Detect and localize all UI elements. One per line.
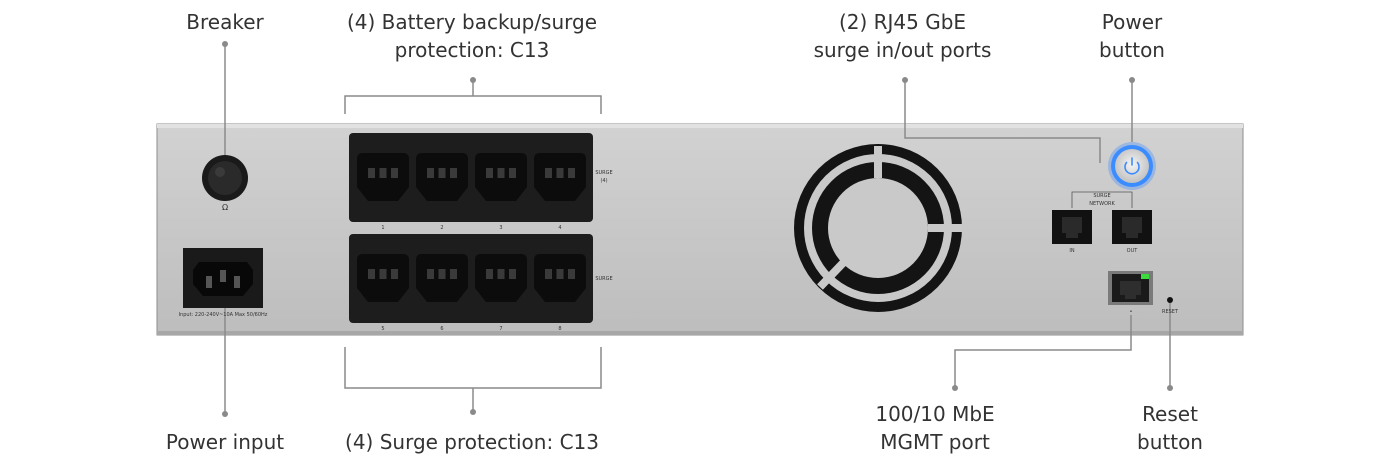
surge-outlets-label: (4) Surge protection: C13 (345, 430, 599, 454)
reset-button-label: Reset button (1137, 402, 1203, 454)
surge-network-label-2: NETWORK (1089, 201, 1115, 207)
fan-grille (794, 144, 962, 312)
reset-pinhole[interactable] (1167, 297, 1173, 303)
mgmt-port-number: • (1130, 309, 1133, 315)
mgmt-port-label: 100/10 MbE MGMT port (875, 402, 995, 454)
rj45-out-port[interactable] (1112, 210, 1152, 244)
breaker-symbol: Ω (222, 203, 228, 212)
power-button-label: Power button (1099, 10, 1165, 62)
power-rating-text: Input: 220-240V~10A Max 50/60Hz (179, 312, 268, 318)
rj45-ports-label: (2) RJ45 GbE surge in/out ports (813, 10, 992, 62)
outlet-number: 8 (558, 326, 561, 332)
outlet-number: 5 (381, 326, 384, 332)
outlet-number: 3 (499, 225, 502, 231)
surge-outlet-bank (349, 234, 593, 323)
outlet-3 (475, 153, 527, 201)
outlet-number: 7 (499, 326, 502, 332)
leader-lines (224, 44, 1171, 412)
breaker-label: Breaker (186, 10, 264, 34)
surge-group-top-label-1: SURGE (595, 170, 612, 176)
surge-network-label-1: SURGE (1093, 193, 1110, 199)
outlet-6 (416, 254, 468, 302)
outlet-number: 1 (381, 225, 384, 231)
surge-group-bottom-label: SURGE (595, 276, 612, 282)
outlet-1 (357, 153, 409, 201)
outlet-number: 6 (440, 326, 443, 332)
breaker-knob[interactable] (202, 155, 248, 201)
outlet-number: 2 (440, 225, 443, 231)
power-button[interactable] (1108, 142, 1156, 190)
power-inlet (183, 248, 263, 308)
power-input-label: Power input (165, 430, 285, 454)
outlet-8 (534, 254, 586, 302)
rj45-in-port[interactable] (1052, 210, 1092, 244)
outlet-7 (475, 254, 527, 302)
link-led (1141, 274, 1149, 279)
port-in-label: IN (1069, 248, 1074, 254)
battery-outlet-bank (349, 133, 593, 222)
battery-outlets-label: (4) Battery backup/surge protection: C13 (346, 10, 598, 62)
port-out-label: OUT (1127, 248, 1139, 254)
mgmt-port[interactable] (1108, 271, 1153, 305)
outlet-4 (534, 153, 586, 201)
outlet-5 (357, 254, 409, 302)
outlet-number: 4 (558, 225, 561, 231)
reset-label: RESET (1162, 309, 1179, 315)
outlet-2 (416, 153, 468, 201)
surge-group-top-label-2: (4) (600, 178, 607, 184)
